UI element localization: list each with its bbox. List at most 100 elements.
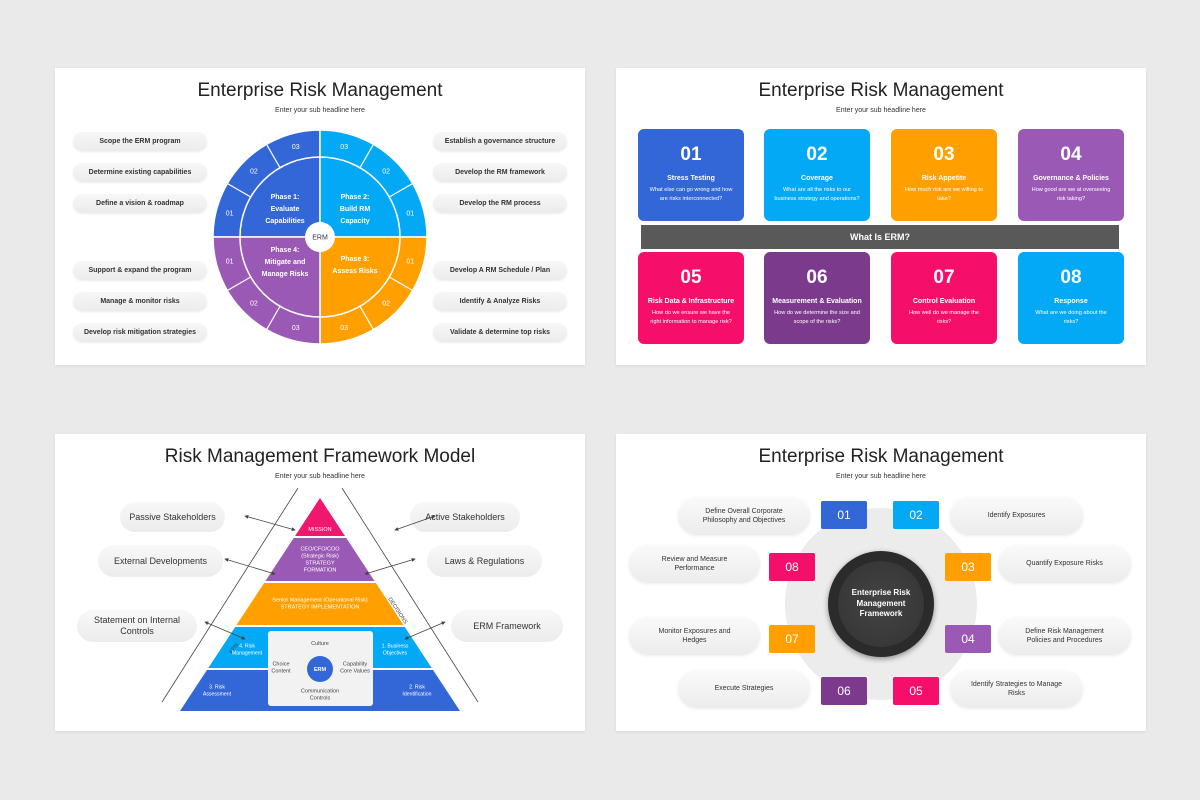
slide-framework-model[interactable]: Risk Management Framework Model Enter yo… [55, 434, 585, 731]
segment-number: 03 [340, 325, 348, 332]
phase-quadrant [319, 129, 428, 238]
erm-card: 03 Risk Appetite How much risk are we wi… [891, 129, 997, 221]
text-line: Controls [310, 696, 331, 702]
phase-step-pill: Develop the RM framework [433, 163, 567, 182]
card-title: Control Evaluation [912, 298, 976, 305]
slide-subtitle: Enter your sub headline here [836, 107, 926, 114]
segment-divider [265, 305, 281, 330]
mission-label: MISSION [308, 527, 331, 533]
segment-number: 03 [340, 144, 348, 151]
text-line: Content [271, 669, 291, 675]
phase-step-pill: Identify & Analyze Risks [433, 292, 567, 311]
segment-number: 01 [226, 259, 234, 266]
text-line: Phase 1: [271, 194, 300, 201]
card-number: 06 [806, 267, 828, 288]
text-line: CEO/CFO/COO [300, 547, 340, 553]
text-line: Core Values [340, 669, 370, 675]
text-line: Communication [301, 689, 339, 695]
text-line: Senior Management (Operational Risk) [272, 598, 368, 604]
step-description-pill: Quantify Exposure Risks [998, 545, 1131, 583]
text-line: 2. Risk [409, 685, 425, 691]
text-line: Assess Risks [332, 268, 377, 275]
step-description-pill: Monitor Exposures and Hedges [629, 617, 760, 655]
card-description: What are all the risks to our business s… [774, 187, 860, 202]
erm-card: 07 Control Evaluation How well do we man… [891, 252, 997, 344]
text-line: Capabilities [265, 218, 304, 225]
phase-step-pill: Define a vision & roadmap [73, 194, 207, 213]
card-description: How well do we manage the risks? [909, 310, 979, 325]
slide-what-is-erm[interactable]: Enterprise Risk Management Enter your su… [616, 68, 1146, 365]
text-line: Assessment [203, 692, 232, 698]
segment-number: 02 [382, 168, 390, 175]
culture-label: Culture [311, 641, 329, 647]
slide-subtitle: Enter your sub headline here [836, 473, 926, 480]
text-line: 1. Business [382, 644, 409, 650]
what-is-erm-bar: What Is ERM? [641, 225, 1119, 249]
erm-card: 04 Governance & Policies How good are we… [1018, 129, 1124, 221]
step-number-badge: 08 [769, 553, 815, 581]
text-line: Capacity [340, 218, 369, 225]
slide-subtitle: Enter your sub headline here [275, 107, 365, 114]
text-line: Phase 3: [341, 256, 370, 263]
senior-management-label: Senior Management (Operational Risk)STRA… [272, 598, 368, 611]
pyramid-callout: Statement on Internal Controls [77, 610, 197, 642]
step-number-badge: 02 [893, 501, 939, 529]
kpis-label: KPIs [229, 642, 241, 655]
center-hub: Enterprise Risk Management Framework [828, 551, 934, 657]
card-number: 04 [1060, 144, 1082, 165]
text-line: Choice [272, 662, 289, 668]
text-line: 4. Risk [239, 644, 255, 650]
phase-step-pill: Establish a governance structure [433, 132, 567, 151]
card-description: How much risk are we willing to take? [904, 187, 984, 202]
phase-quadrant [212, 129, 321, 238]
card-title: Risk Data & Infrastructure [647, 298, 735, 305]
text-line: Phase 2: [341, 194, 370, 201]
text-line: STRATEGY IMPLEMENTATION [281, 605, 360, 611]
segment-divider [359, 305, 375, 330]
step-description-pill: Define Overall Corporate Philosophy and … [678, 497, 810, 535]
card-description: How do we ensure we have the right infor… [650, 310, 732, 325]
risk-pyramid: KPIsDECISIONSMISSIONCEO/CFO/COO(Strategi… [161, 487, 479, 711]
segment-number: 01 [406, 259, 414, 266]
text-line: STRATEGY [305, 561, 335, 567]
center-label: Enterprise Risk Management Framework [838, 561, 924, 647]
segment-number: 02 [250, 301, 258, 308]
pyramid-callout: Passive Stakeholders [120, 502, 225, 532]
text-line: Identification [402, 692, 431, 698]
text-line: Build RM [340, 206, 370, 213]
slide-erm-framework-cycle[interactable]: Enterprise Risk Management Enter your su… [616, 434, 1146, 731]
card-number: 01 [680, 144, 702, 165]
text-line: Evaluate [271, 206, 300, 213]
segment-number: 01 [406, 210, 414, 217]
text-line: Capability [343, 662, 367, 668]
card-title: Stress Testing [667, 175, 715, 182]
slide-subtitle: Enter your sub headline here [275, 473, 365, 480]
slide-erm-phases[interactable]: Enterprise Risk Management Enter your su… [55, 68, 585, 365]
erm-center [305, 222, 335, 252]
segment-number: 03 [292, 325, 300, 332]
segment-number: 03 [292, 144, 300, 151]
card-number: 07 [933, 267, 955, 288]
phase-step-pill: Determine existing capabilities [73, 163, 207, 182]
card-title: Measurement & Evaluation [772, 298, 862, 305]
step-number-badge: 05 [893, 677, 939, 705]
erm-card: 05 Risk Data & Infrastructure How do we … [638, 252, 744, 344]
connector-arrow [364, 558, 416, 575]
phase-label: Phase 3: Assess Risks [332, 256, 377, 275]
erm-card: 01 Stress Testing What else can go wrong… [638, 129, 744, 221]
card-title: Response [1054, 298, 1088, 305]
connector-arrow [204, 621, 246, 640]
text-line: (Strategic Risk) [301, 554, 339, 560]
erm-card: 02 Coverage What are all the risks to ou… [764, 129, 870, 221]
step-description-pill: Identify Exposures [950, 497, 1083, 535]
senior-management-layer [236, 583, 404, 625]
segment-number: 02 [382, 301, 390, 308]
phase-step-pill: Manage & monitor risks [73, 292, 207, 311]
